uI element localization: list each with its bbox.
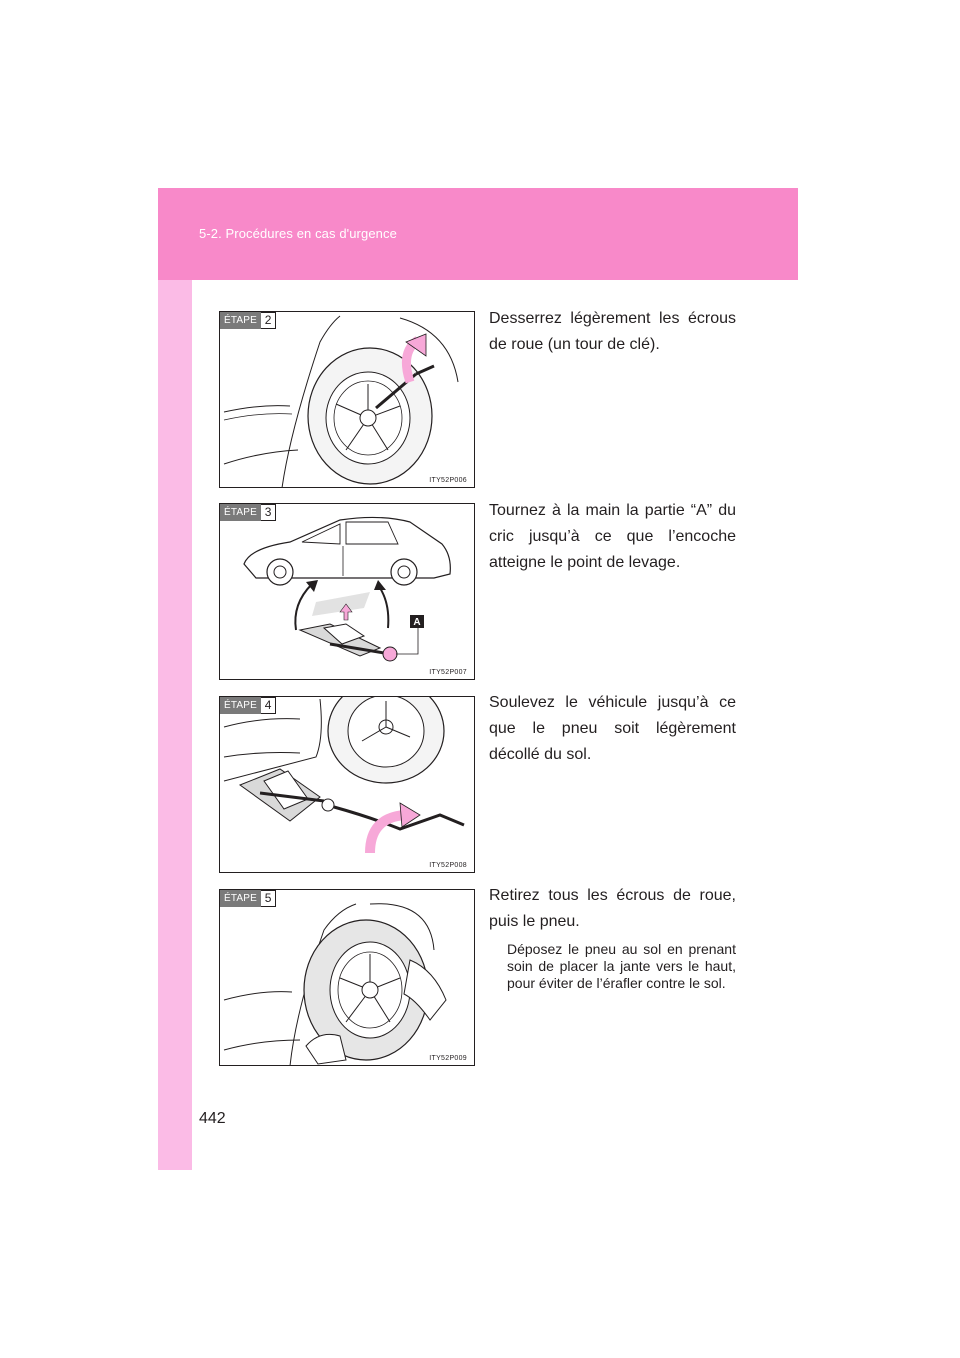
- step-badge-word: ÉTAPE: [220, 504, 262, 521]
- side-color-strip: [158, 188, 192, 1170]
- step-3-text: Tournez à la main la partie “A” du cric …: [489, 502, 736, 571]
- header-band: [158, 188, 798, 280]
- step-badge-word: ÉTAPE: [220, 697, 262, 714]
- figure-step-4: ÉTAPE 4 ITY52P008: [219, 696, 475, 873]
- raise-vehicle-illustration: [223, 697, 465, 854]
- section-title: 5-2. Procédures en cas d'urgence: [199, 226, 397, 241]
- loosen-lug-nuts-illustration: [223, 315, 459, 487]
- step-badge-number: 4: [261, 697, 277, 714]
- figure-code: ITY52P008: [429, 862, 467, 869]
- step-2-text: Desserrez légèrement les écrous de roue …: [489, 310, 736, 353]
- figure-code: ITY52P006: [429, 477, 467, 484]
- step-badge: ÉTAPE 4: [220, 697, 277, 714]
- remove-tire-illustration: [223, 903, 447, 1065]
- figure-code: ITY52P009: [429, 1055, 467, 1062]
- page-number: 442: [199, 1110, 226, 1127]
- step-badge-number: 2: [261, 312, 277, 329]
- figure-step-5: ÉTAPE 5 ITY52P009: [219, 889, 475, 1066]
- figure-step-3: ÉTAPE 3 A ITY52P007: [219, 503, 475, 680]
- step-4-text: Soulevez le véhicule jusqu’à ce que le p…: [489, 694, 736, 763]
- step-badge-number: 5: [261, 890, 277, 907]
- step-badge-number: 3: [261, 504, 277, 521]
- step-badge: ÉTAPE 5: [220, 890, 277, 907]
- step-badge-word: ÉTAPE: [220, 890, 262, 907]
- step-badge: ÉTAPE 3: [220, 504, 277, 521]
- step-badge-word: ÉTAPE: [220, 312, 262, 329]
- figure-step-2: ÉTAPE 2 ITY52P006: [219, 311, 475, 488]
- step-5-text: Retirez tous les écrous de roue, puis le…: [489, 887, 736, 930]
- figure-code: ITY52P007: [429, 669, 467, 676]
- callout-a: A: [413, 617, 420, 628]
- step-badge: ÉTAPE 2: [220, 312, 277, 329]
- jack-positioning-illustration: A: [243, 516, 451, 662]
- step-5-note: Déposez le pneu au sol en prenant soin d…: [507, 941, 736, 991]
